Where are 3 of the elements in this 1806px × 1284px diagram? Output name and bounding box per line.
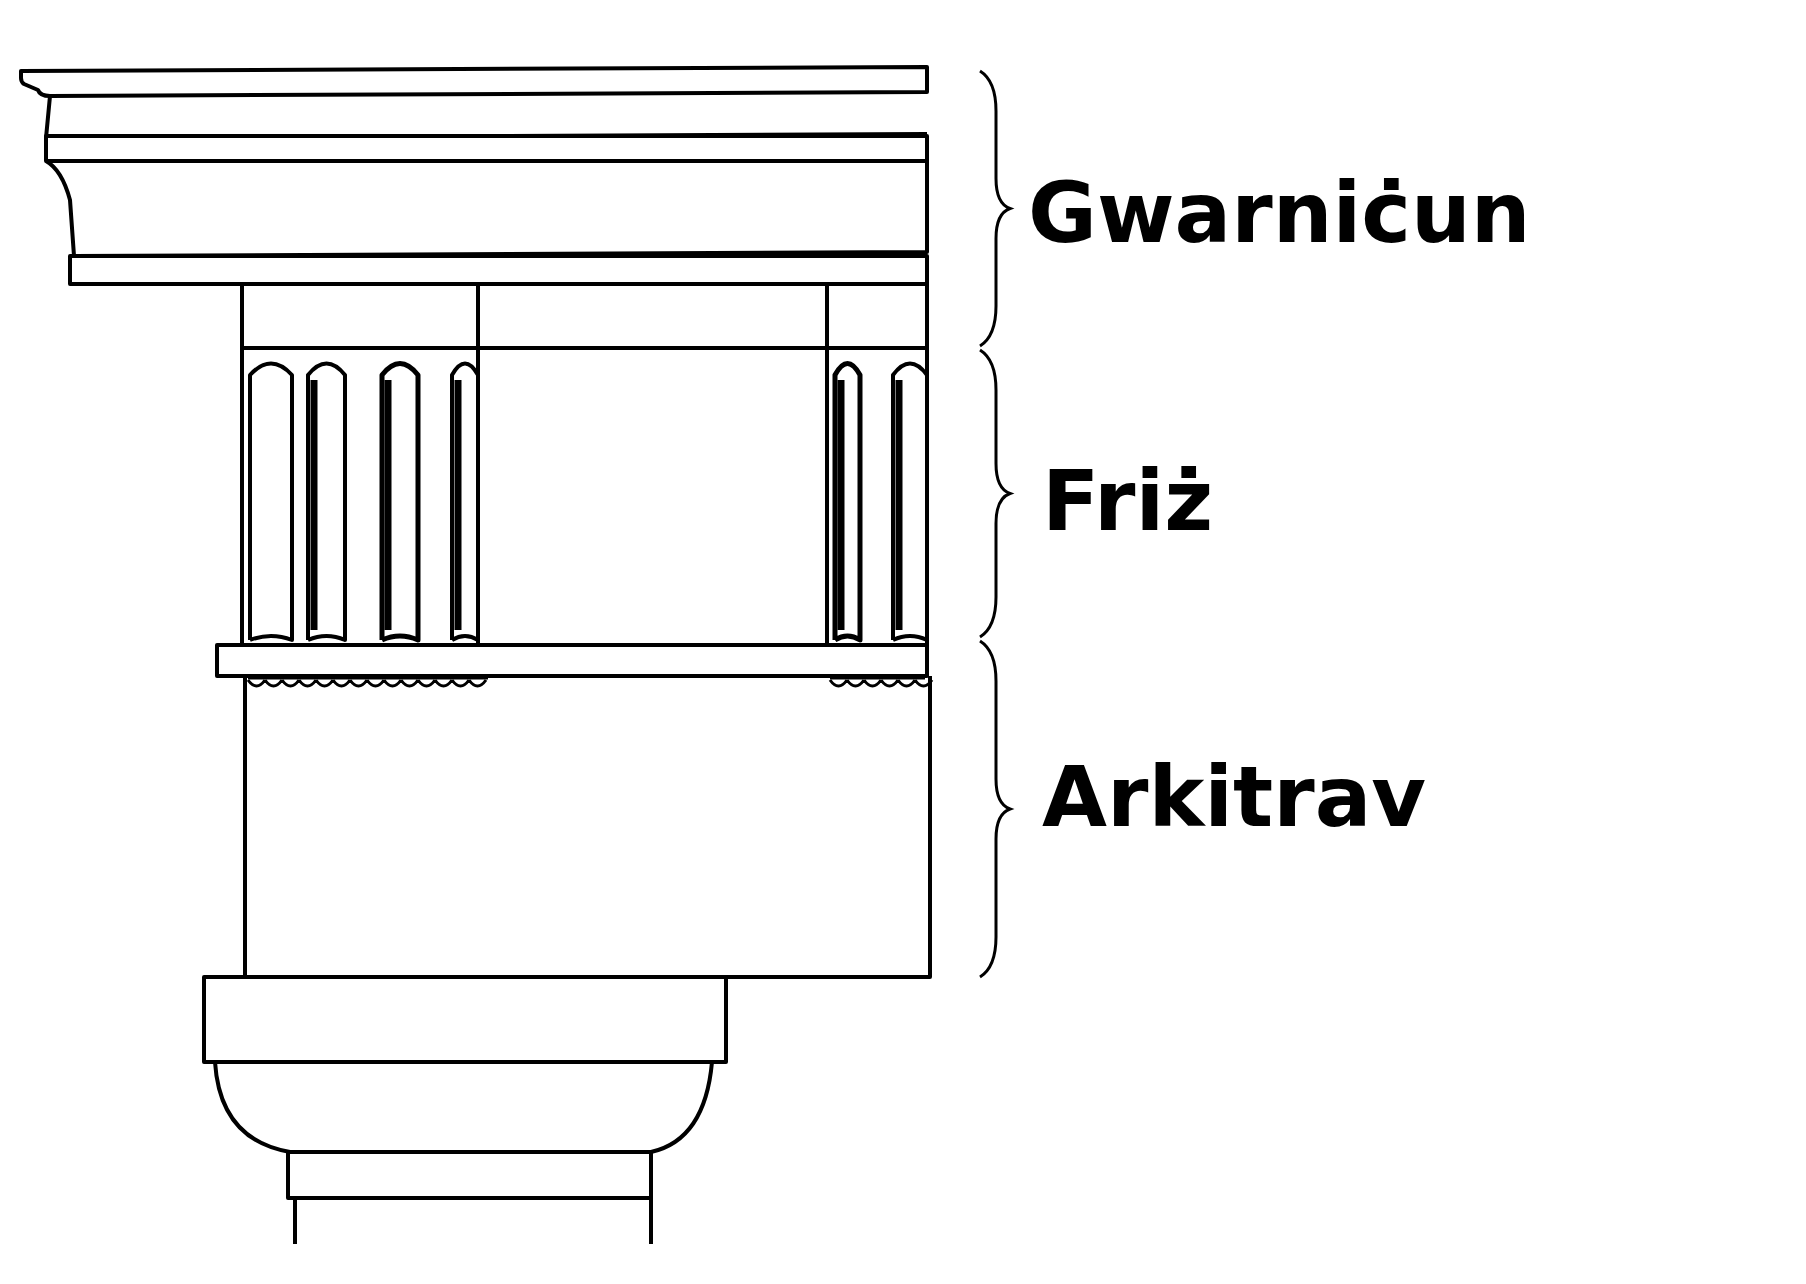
part-label: Arkitrav [1042,755,1427,839]
part-label: Gwarniċun [1028,171,1531,255]
part-label: Friż [1042,459,1214,543]
